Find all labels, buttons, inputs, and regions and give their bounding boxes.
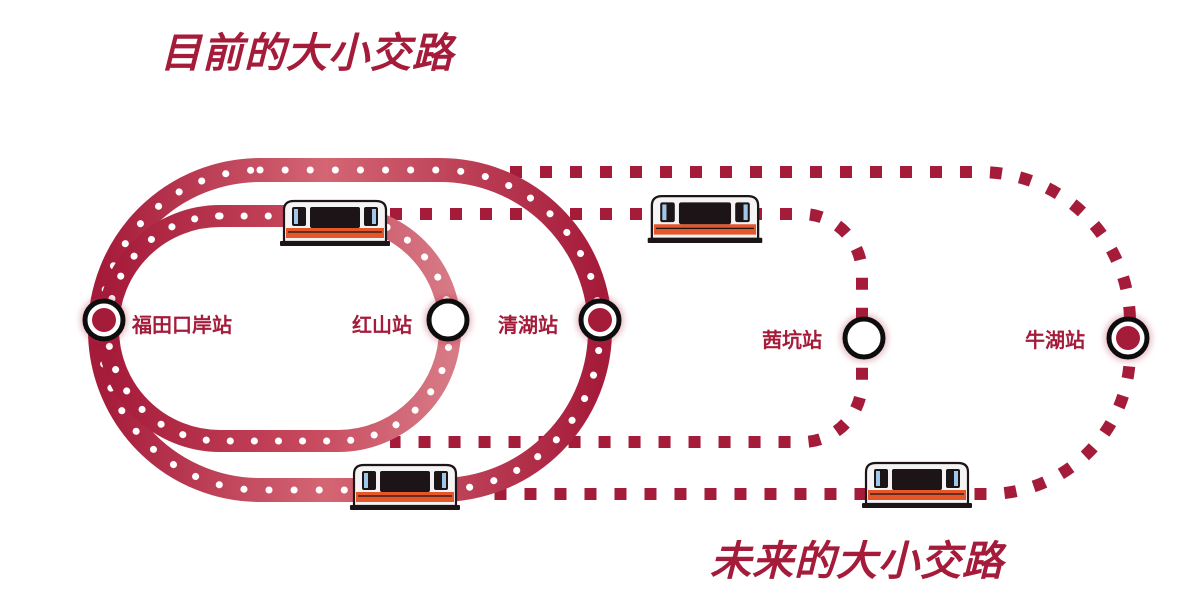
train-icon — [860, 461, 974, 508]
station-label-niuhu: 牛湖站 — [1025, 328, 1085, 352]
station-label-qinghu: 清湖站 — [498, 313, 558, 337]
station-label-futian-port: 福田口岸站 — [131, 313, 232, 337]
station-label-xikeng: 茜坑站 — [762, 328, 822, 352]
station-futian-port[interactable]: 福田口岸站 — [82, 298, 232, 342]
train-icon — [646, 194, 764, 243]
station-label-hongshan: 红山站 — [352, 313, 412, 337]
station-niuhu[interactable]: 牛湖站 — [1025, 316, 1150, 360]
station-xikeng[interactable]: 茜坑站 — [762, 316, 886, 360]
station-marker-icon — [426, 298, 470, 342]
station-marker-dot — [1116, 326, 1140, 350]
station-marker-dot — [588, 308, 612, 332]
station-qinghu[interactable]: 清湖站 — [498, 298, 622, 342]
station-marker-icon — [842, 316, 886, 360]
train-icon — [348, 463, 462, 510]
station-marker-dot — [92, 308, 116, 332]
future-routing-title: 未来的大小交路 — [710, 537, 1007, 585]
train-icon — [278, 199, 392, 246]
station-hongshan[interactable]: 红山站 — [352, 298, 470, 342]
current-routing-title: 目前的大小交路 — [160, 29, 457, 77]
